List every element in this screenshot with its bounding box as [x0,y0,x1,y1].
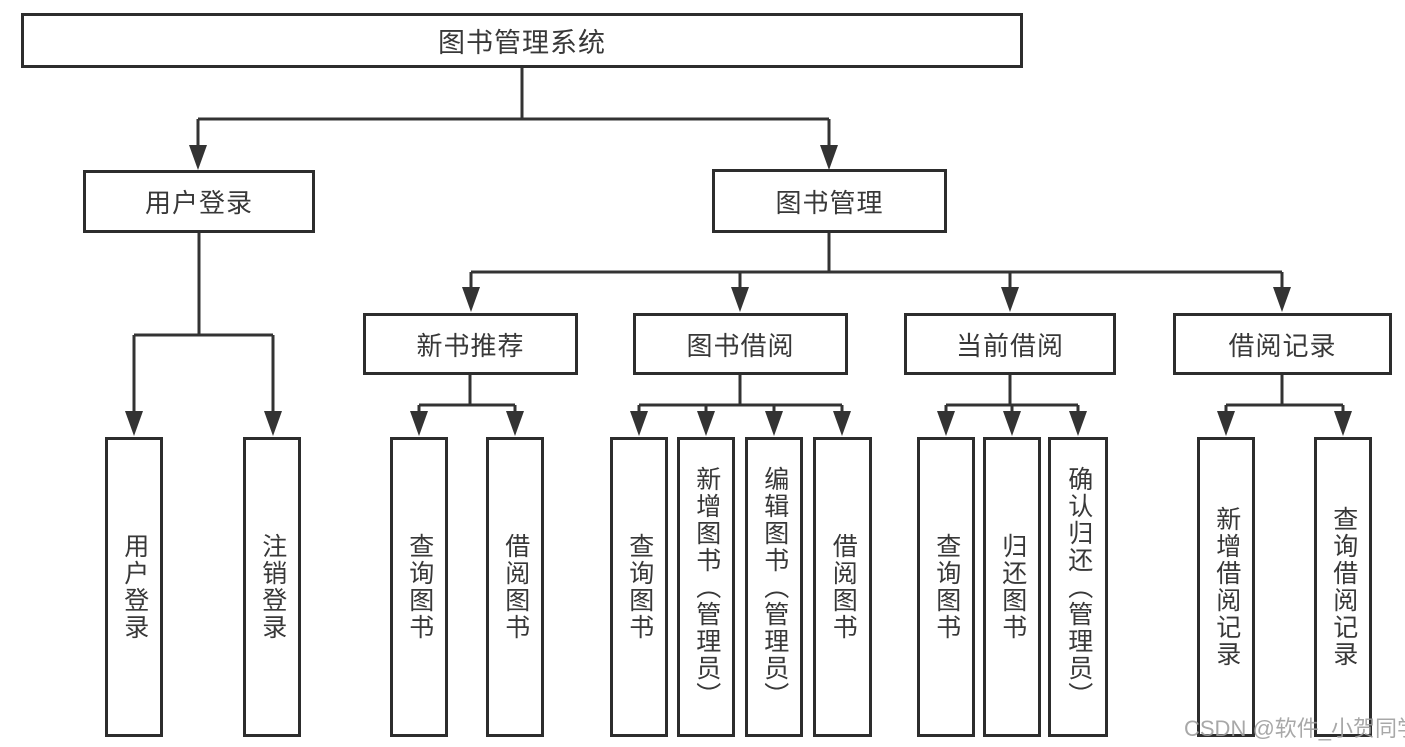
node-current-borrow: 当前借阅 [904,313,1116,375]
node-user-login-label: 用户登录 [144,188,253,218]
leaf-confirm-return-admin: 确认归还（管理员） [1048,437,1108,737]
leaf-query-borrow-record: 查询借阅记录 [1314,437,1372,737]
leaf-label: 查询借阅记录 [1329,506,1358,668]
leaf-label: 归还图书 [998,533,1027,641]
node-user-login: 用户登录 [83,170,315,233]
leaf-label: 编辑图书（管理员） [760,465,789,709]
leaf-user-login: 用户登录 [105,437,163,737]
leaf-label: 用户登录 [120,533,149,641]
node-root-label: 图书管理系统 [438,28,606,58]
leaf-logout: 注销登录 [243,437,301,737]
leaf-label: 查询图书 [625,533,654,641]
leaf-add-books-admin: 新增图书（管理员） [677,437,735,737]
leaf-label: 确认归还（管理员） [1064,465,1093,709]
node-borrow-records-label: 借阅记录 [1228,330,1337,361]
node-root: 图书管理系统 [21,13,1023,68]
leaf-label: 注销登录 [258,533,287,641]
node-book-borrow-label: 图书借阅 [686,330,795,361]
leaf-query-books-3: 查询图书 [917,437,975,737]
leaf-label: 借阅图书 [501,533,530,641]
leaf-label: 新增图书（管理员） [692,465,721,709]
leaf-query-books-1: 查询图书 [390,437,448,737]
csdn-watermark: CSDN @软件_小贺同学 [1184,716,1405,741]
node-new-book-recommend: 新书推荐 [363,313,578,375]
leaf-label: 查询图书 [405,533,434,641]
node-book-management-label: 图书管理 [775,187,884,218]
leaf-label: 查询图书 [932,533,961,641]
leaf-query-books-2: 查询图书 [610,437,668,737]
node-current-borrow-label: 当前借阅 [955,330,1064,361]
node-borrow-records: 借阅记录 [1173,313,1392,375]
node-book-management: 图书管理 [712,169,947,233]
leaf-edit-books-admin: 编辑图书（管理员） [745,437,803,737]
leaf-borrow-books-2: 借阅图书 [813,437,872,737]
leaf-label: 借阅图书 [829,533,858,641]
leaf-add-borrow-record: 新增借阅记录 [1197,437,1255,737]
node-book-borrow: 图书借阅 [633,313,848,375]
leaf-borrow-books-1: 借阅图书 [486,437,544,737]
leaf-return-books: 归还图书 [983,437,1041,737]
leaf-label: 新增借阅记录 [1212,506,1241,668]
node-new-book-recommend-label: 新书推荐 [416,330,525,361]
